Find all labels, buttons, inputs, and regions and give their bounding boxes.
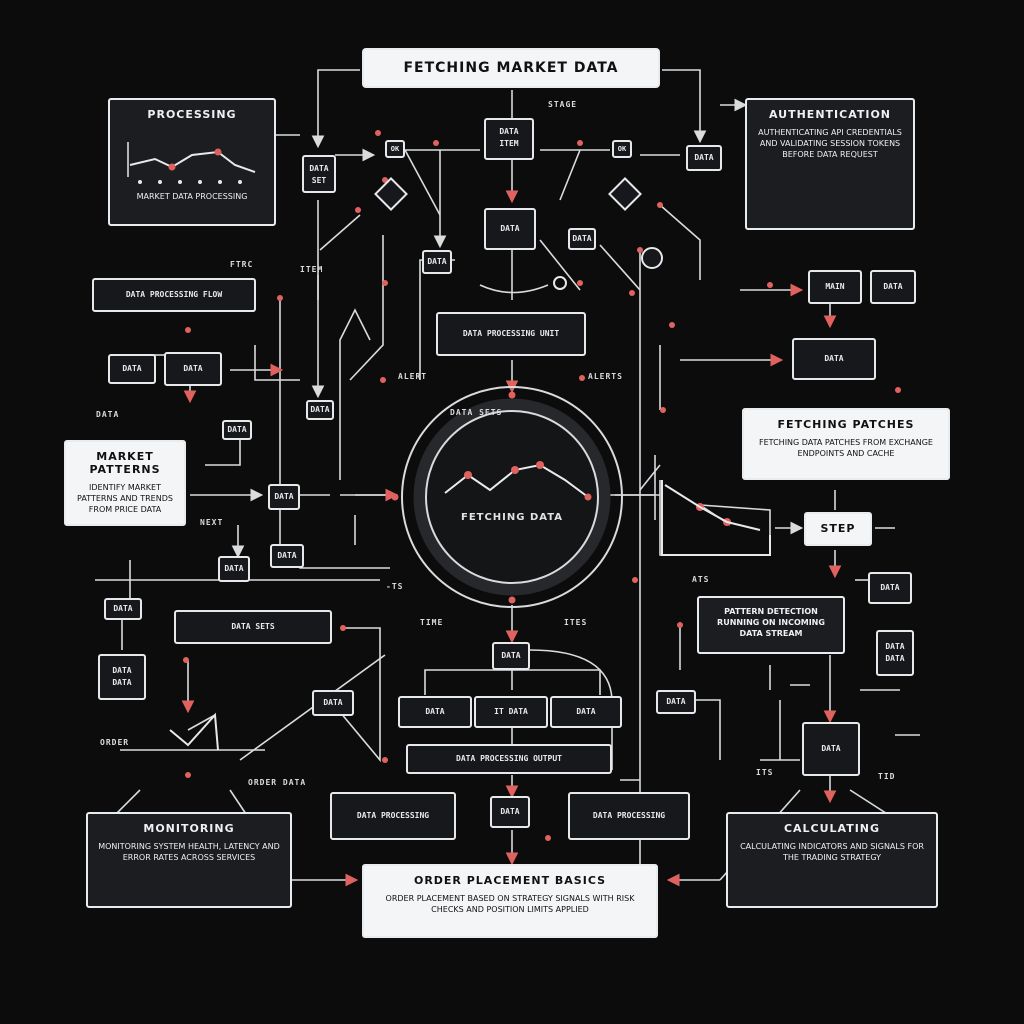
pattern-detection-panel: PATTERN DETECTION RUNNING ON INCOMING DA… (697, 596, 845, 654)
node-top-center[interactable]: DATA ITEM (484, 118, 534, 160)
node-left-d[interactable]: DATA (222, 420, 252, 440)
node-left-i[interactable]: DATA (312, 690, 354, 716)
node-left-mid[interactable]: DATA (422, 250, 452, 274)
node-ok-right[interactable]: OK (612, 140, 632, 158)
market-patterns-text: IDENTIFY MARKET PATTERNS AND TRENDS FROM… (77, 483, 173, 514)
market-patterns-title: MARKET PATTERNS (89, 450, 161, 476)
label-tid: TID (878, 772, 896, 781)
bar-processing-flow: DATA PROCESSING FLOW (92, 278, 256, 312)
node-top-right[interactable]: DATA (686, 145, 722, 171)
node-right-main-2[interactable]: DATA (870, 270, 916, 304)
label-order: ORDER (100, 738, 130, 747)
node-right-a[interactable]: DATA (868, 572, 912, 604)
calculating-text: CALCULATING INDICATORS AND SIGNALS FOR T… (740, 842, 924, 862)
label-alert: ALERT (398, 372, 428, 381)
node-left-e[interactable]: DATA (218, 556, 250, 582)
label-stage: STAGE (548, 100, 578, 109)
node-left-b[interactable]: DATA (164, 352, 222, 386)
node-right-mid[interactable]: DATA (792, 338, 876, 380)
label-order-data: ORDER DATA (248, 778, 307, 787)
hub-label: FETCHING DATA (460, 512, 564, 523)
label-ats: ATS (692, 575, 710, 584)
label-data: DATA (96, 410, 120, 419)
monitoring-panel: MONITORING MONITORING SYSTEM HEALTH, LAT… (86, 812, 292, 908)
authentication-text: AUTHENTICATING API CREDENTIALS AND VALID… (758, 128, 902, 159)
bar-processing-output[interactable]: DATA PROCESSING OUTPUT (406, 744, 612, 774)
hub-rings (391, 386, 623, 608)
calculating-title: CALCULATING (783, 822, 881, 835)
bar-segment-3[interactable]: DATA (550, 696, 622, 728)
node-center-bottom[interactable]: DATA (490, 796, 530, 828)
calculating-panel: CALCULATING CALCULATING INDICATORS AND S… (726, 812, 938, 908)
label-ites: ITES (564, 618, 588, 627)
monitoring-title: MONITORING (143, 822, 235, 835)
label-ts: -TS (386, 582, 404, 591)
label-data-sets: DATA SETS (450, 408, 503, 417)
market-patterns-panel: MARKET PATTERNS IDENTIFY MARKET PATTERNS… (64, 440, 186, 526)
node-center-upper[interactable]: DATA (484, 208, 536, 250)
diagram-title: FETCHING MARKET DATA (362, 48, 660, 88)
node-right-d[interactable]: DATA (802, 722, 860, 776)
order-placement-title: ORDER PLACEMENT BASICS (413, 874, 607, 887)
bar-processing-unit[interactable]: DATA PROCESSING UNIT (436, 312, 586, 356)
node-left-a[interactable]: DATA (108, 354, 156, 384)
label-next: NEXT (200, 518, 224, 527)
pattern-detection-text: PATTERN DETECTION RUNNING ON INCOMING DA… (717, 607, 825, 638)
node-left-f[interactable]: DATA (270, 544, 304, 568)
monitoring-text: MONITORING SYSTEM HEALTH, LATENCY AND ER… (98, 842, 280, 862)
label-item: ITEM (300, 265, 324, 274)
node-left-c[interactable]: DATA (306, 400, 334, 420)
node-center-low[interactable]: DATA (492, 642, 530, 670)
fetching-patches-panel: FETCHING PATCHES FETCHING DATA PATCHES F… (742, 408, 950, 480)
node-right-main[interactable]: MAIN (808, 270, 862, 304)
processing-chart (127, 142, 256, 184)
right-chart (661, 480, 771, 556)
order-placement-text: ORDER PLACEMENT BASED ON STRATEGY SIGNAL… (385, 894, 635, 914)
processing-title: PROCESSING (147, 108, 237, 121)
label-time: TIME (420, 618, 444, 627)
order-placement-panel: ORDER PLACEMENT BASICS ORDER PLACEMENT B… (362, 864, 658, 938)
node-ok-left[interactable]: OK (385, 140, 405, 158)
bar-segment-2[interactable]: IT DATA (474, 696, 548, 728)
node-left-g[interactable]: DATA (104, 598, 142, 620)
bottom-left-bar[interactable]: DATA PROCESSING (330, 792, 456, 840)
bar-segment-1[interactable]: DATA (398, 696, 472, 728)
bar-data-sets: DATA SETS (174, 610, 332, 644)
decision-diamonds (374, 177, 642, 211)
node-right-c[interactable]: DATA (656, 690, 696, 714)
label-its: ITS (756, 768, 774, 777)
bottom-right-bar[interactable]: DATA PROCESSING (568, 792, 690, 840)
node-top-left-1[interactable]: DATA SET (302, 155, 336, 193)
label-alerts: ALERTS (588, 372, 623, 381)
processing-panel: PROCESSING MARKET DATA PROCESSING (108, 98, 276, 226)
node-left-h[interactable]: DATA DATA (98, 654, 146, 700)
step-button[interactable]: STEP (804, 512, 872, 546)
fetching-patches-text: FETCHING DATA PATCHES FROM EXCHANGE ENDP… (759, 438, 933, 458)
processing-caption: MARKET DATA PROCESSING (136, 192, 248, 201)
node-hub-left[interactable]: DATA (268, 484, 300, 510)
label-ftrc: FTRC (230, 260, 254, 269)
node-right-b[interactable]: DATA DATA (876, 630, 914, 676)
node-center-right[interactable]: DATA (568, 228, 596, 250)
authentication-title: AUTHENTICATION (768, 108, 892, 121)
fetching-patches-title: FETCHING PATCHES (777, 418, 915, 431)
authentication-panel: AUTHENTICATION AUTHENTICATING API CREDEN… (745, 98, 915, 230)
